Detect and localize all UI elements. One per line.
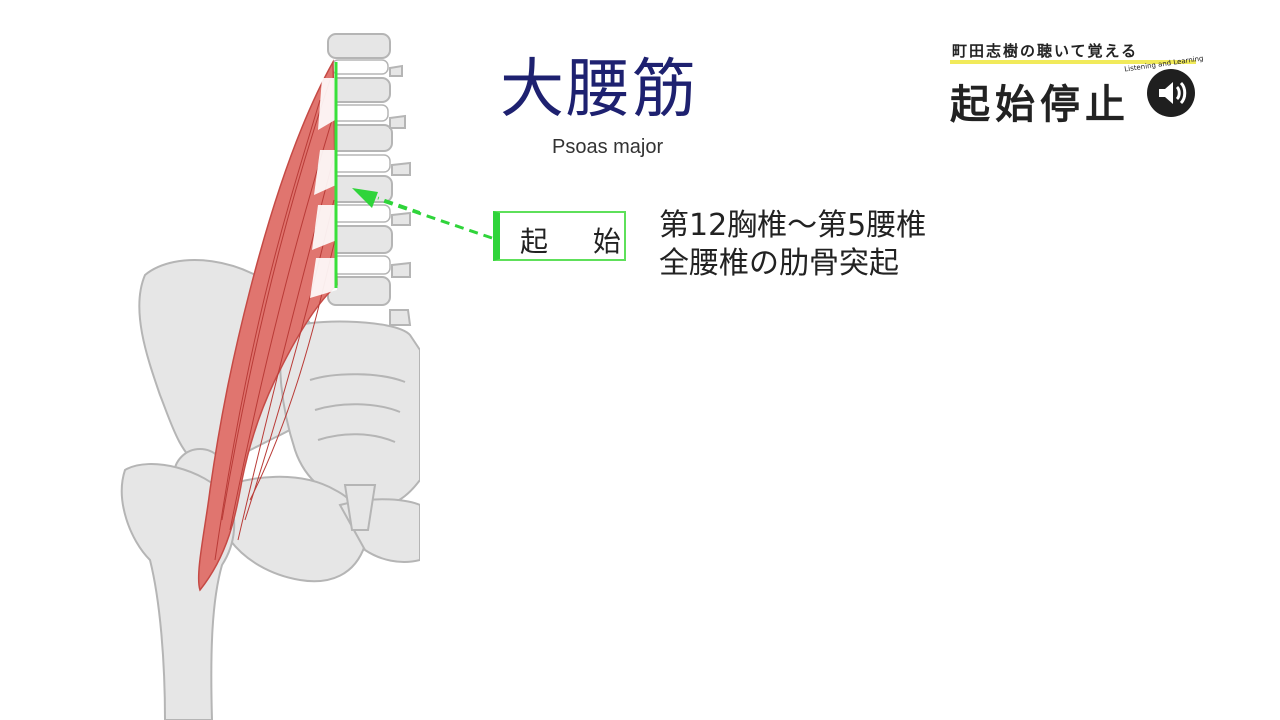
page-subtitle: Psoas major [552, 136, 664, 158]
origin-description-line-1: 第12胸椎～第5腰椎 [659, 208, 927, 243]
page-title: 大腰筋 [500, 53, 698, 127]
brand-logo: 町田志樹の聴いて覚える 起始停止 Listening and Learning [948, 38, 1208, 128]
vertebra-l2 [329, 124, 393, 152]
brand-underline [950, 60, 1196, 64]
origin-description-line-2: 全腰椎の肋骨突起 [659, 246, 899, 281]
pointer-arrow-head [352, 188, 378, 208]
arrow-connector [380, 198, 493, 240]
speaker-icon [1147, 69, 1195, 117]
origin-label: 起 始 [520, 225, 639, 258]
brand-title: 起始停止 [950, 82, 1130, 128]
brand-subtitle: 町田志樹の聴いて覚える [952, 42, 1139, 60]
vertebra-t12 [327, 33, 391, 59]
vertebra-l1 [329, 77, 391, 103]
anatomy-illustration [120, 33, 420, 720]
origin-label-box: 起 始 [493, 211, 626, 261]
